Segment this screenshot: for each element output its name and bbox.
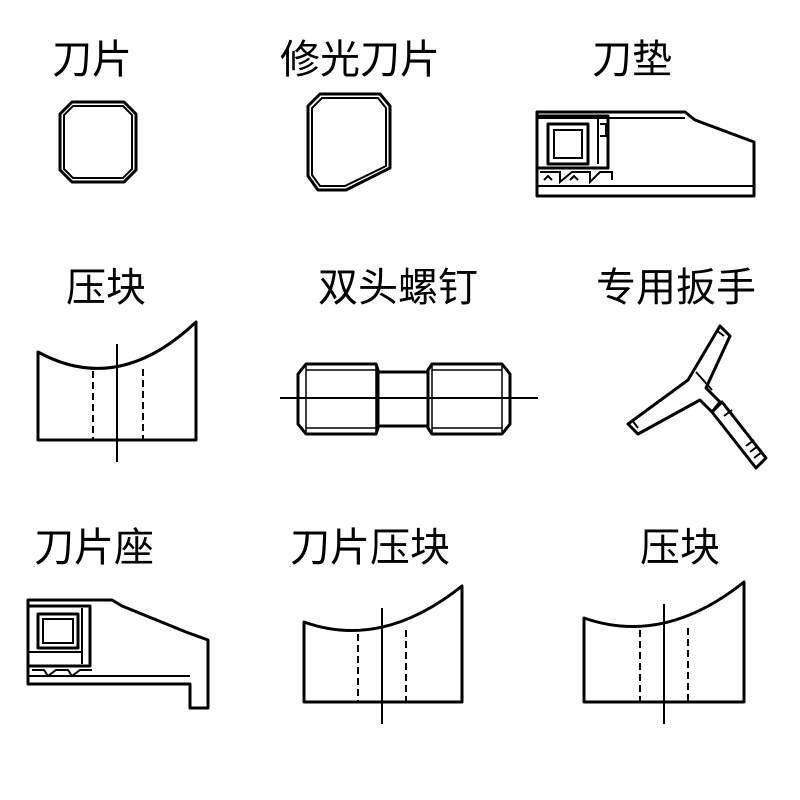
clamp-block-2-drawing (582, 580, 746, 724)
double-end-screw-drawing (280, 362, 538, 436)
blade-shim-drawing (535, 110, 756, 198)
label-special-wrench: 专用扳手 (596, 265, 756, 311)
clamp-block-drawing (36, 320, 198, 462)
label-clamp-block: 压块 (66, 265, 146, 311)
blade-clamp-block-drawing (302, 584, 464, 724)
label-double-end-screw: 双头螺钉 (318, 265, 478, 311)
finishing-blade-drawing (306, 92, 392, 192)
label-blade-seat: 刀片座 (34, 525, 154, 571)
blade-drawing (58, 100, 138, 184)
label-blade: 刀片 (52, 37, 132, 83)
label-blade-shim: 刀垫 (592, 37, 672, 83)
label-finishing-blade: 修光刀片 (280, 37, 440, 83)
special-wrench-drawing (626, 324, 768, 470)
label-blade-clamp-block: 刀片压块 (290, 525, 450, 571)
label-clamp-block-2: 压块 (640, 525, 720, 571)
blade-seat-drawing (26, 598, 210, 710)
